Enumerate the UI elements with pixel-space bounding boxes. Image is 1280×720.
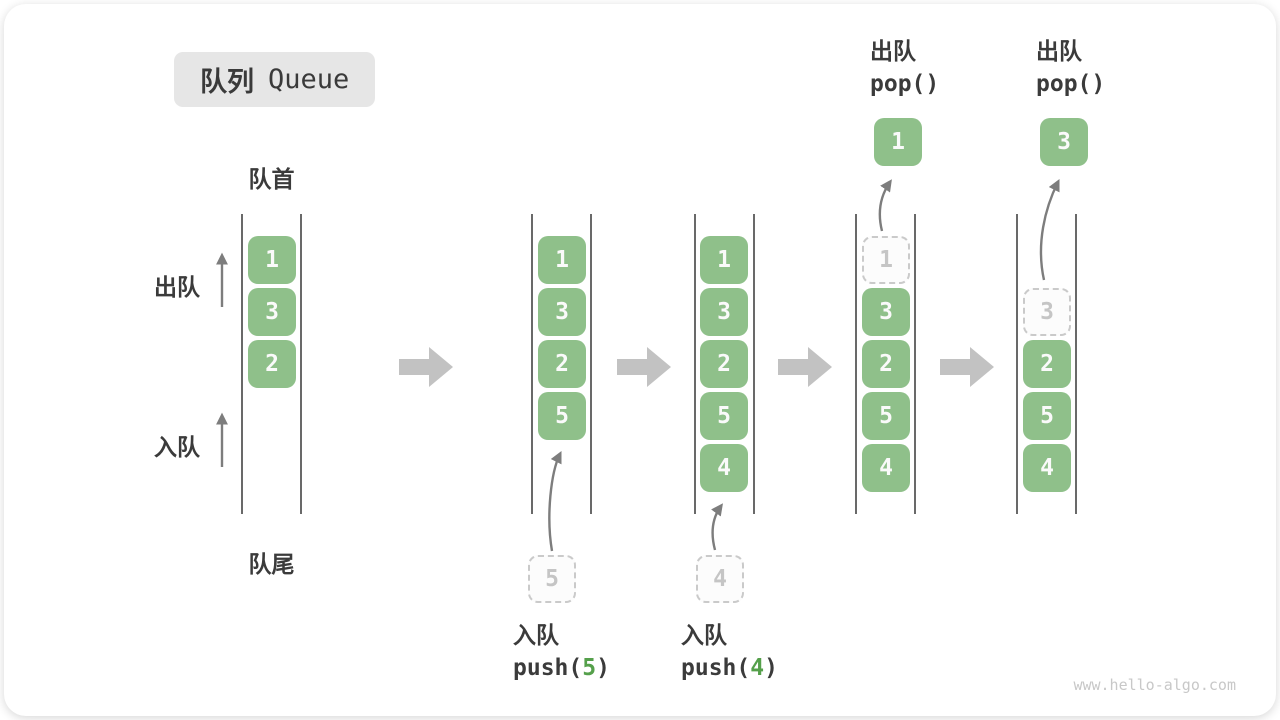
push5-code-arg: 5 [582, 655, 597, 681]
incoming-ghost-cell: 4 [696, 555, 744, 603]
queue-rear-label: 队尾 [248, 551, 295, 577]
pop1-code-label: pop() [870, 71, 940, 97]
popped-cell: 1 [874, 118, 922, 166]
queue-cell: 4 [862, 444, 910, 492]
queue-cell: 4 [700, 444, 748, 492]
push5-operation-label: 入队 push(5) [513, 620, 610, 686]
push4-code-pre: push( [681, 655, 751, 681]
title-badge: 队列 Queue [174, 52, 376, 107]
flow-arrow-icon [399, 347, 453, 387]
queue-front-label: 队首 [248, 166, 295, 192]
queue-cell: 3 [248, 288, 296, 336]
enqueue-side-label: 入队 [154, 434, 200, 460]
flow-arrow-icon [778, 347, 832, 387]
push5-code-post: ) [596, 655, 610, 681]
pop1-zh-label: 出队 [870, 38, 916, 64]
queue-cell: 2 [700, 340, 748, 388]
dequeue-side-label: 出队 [154, 274, 200, 300]
queue-cell: 1 [248, 236, 296, 284]
queue-cell: 2 [1023, 340, 1071, 388]
queue-column-5 [1016, 214, 1077, 514]
queue-cell: 5 [700, 392, 748, 440]
push4-code-label: push(4) [681, 650, 778, 686]
popped-cell: 3 [1040, 118, 1088, 166]
push4-code-post: ) [764, 655, 778, 681]
diagram-card: 队列 Queue 队首 队尾 出队 入队 1 3 2 1 3 2 5 5 1 3… [4, 4, 1276, 716]
queue-cell: 4 [1023, 444, 1071, 492]
push5-code-pre: push( [513, 655, 583, 681]
queue-cell: 1 [700, 236, 748, 284]
push5-code-label: push(5) [513, 650, 610, 686]
queue-cell: 1 [538, 236, 586, 284]
title-en: Queue [268, 64, 350, 95]
pop2-operation-label: 出队 pop() [1036, 36, 1105, 102]
queue-column-4 [855, 214, 916, 514]
queue-column-1 [241, 214, 302, 514]
flow-arrow-icon [617, 347, 671, 387]
queue-column-2 [531, 214, 592, 514]
queue-cell: 3 [538, 288, 586, 336]
queue-cell: 2 [248, 340, 296, 388]
pop2-code-label: pop() [1036, 71, 1106, 97]
incoming-ghost-cell: 5 [528, 555, 576, 603]
queue-cell: 3 [700, 288, 748, 336]
queue-cell: 5 [1023, 392, 1071, 440]
queue-cell: 2 [538, 340, 586, 388]
push5-zh-label: 入队 [513, 622, 559, 648]
queue-column-3 [694, 214, 755, 514]
watermark: www.hello-algo.com [1073, 676, 1236, 694]
queue-cell: 2 [862, 340, 910, 388]
push4-code-arg: 4 [750, 655, 765, 681]
queue-cell: 5 [862, 392, 910, 440]
queue-cell: 5 [538, 392, 586, 440]
popped-ghost-cell: 3 [1023, 288, 1071, 336]
title-zh: 队列 [200, 67, 254, 97]
queue-cell: 3 [862, 288, 910, 336]
flow-arrow-icon [940, 347, 994, 387]
arrows-overlay [216, 178, 1060, 552]
popped-ghost-cell: 1 [862, 236, 910, 284]
pop1-operation-label: 出队 pop() [870, 36, 939, 102]
pop2-zh-label: 出队 [1036, 38, 1082, 64]
push4-operation-label: 入队 push(4) [681, 620, 778, 686]
push4-zh-label: 入队 [681, 622, 727, 648]
